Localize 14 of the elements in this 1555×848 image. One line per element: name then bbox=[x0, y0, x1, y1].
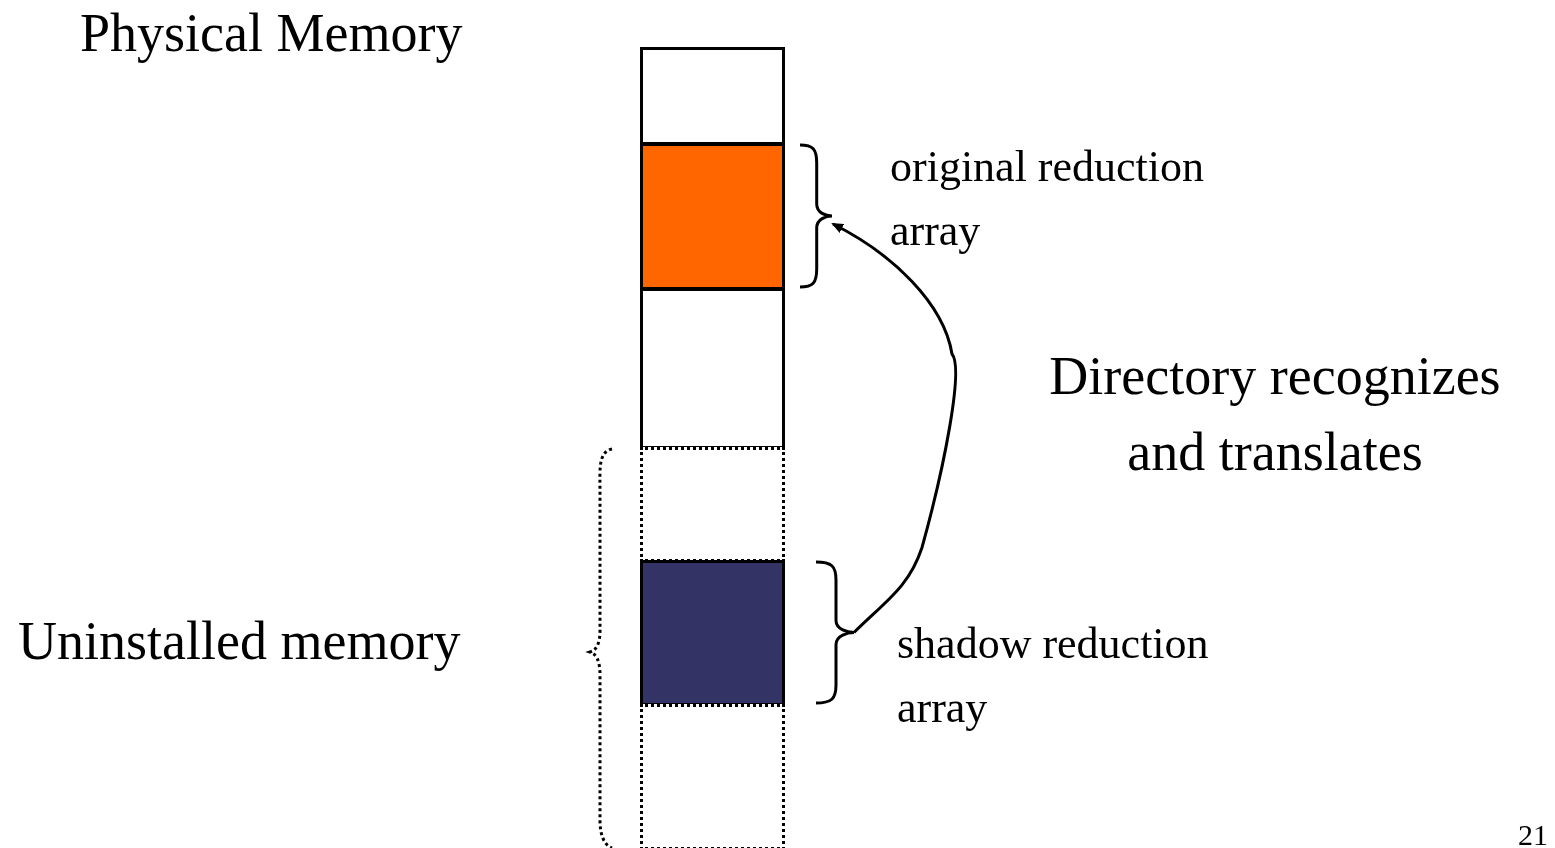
memory-block bbox=[640, 560, 785, 706]
uninstalled-memory-block bbox=[640, 447, 785, 562]
memory-block bbox=[640, 143, 785, 290]
memory-block bbox=[640, 288, 785, 449]
page-number: 21 bbox=[1518, 818, 1548, 848]
uninstalled-memory-block bbox=[640, 704, 785, 848]
curved-arrow bbox=[831, 222, 957, 634]
memory-block bbox=[640, 47, 785, 145]
array-caption: shadow reduction array bbox=[897, 618, 1210, 734]
region-label: Uninstalled memory bbox=[18, 610, 461, 673]
curly-brace bbox=[798, 143, 832, 289]
heading: Physical Memory bbox=[80, 2, 463, 65]
curly-brace bbox=[814, 560, 854, 705]
array-caption: original reduction array bbox=[890, 141, 1205, 257]
